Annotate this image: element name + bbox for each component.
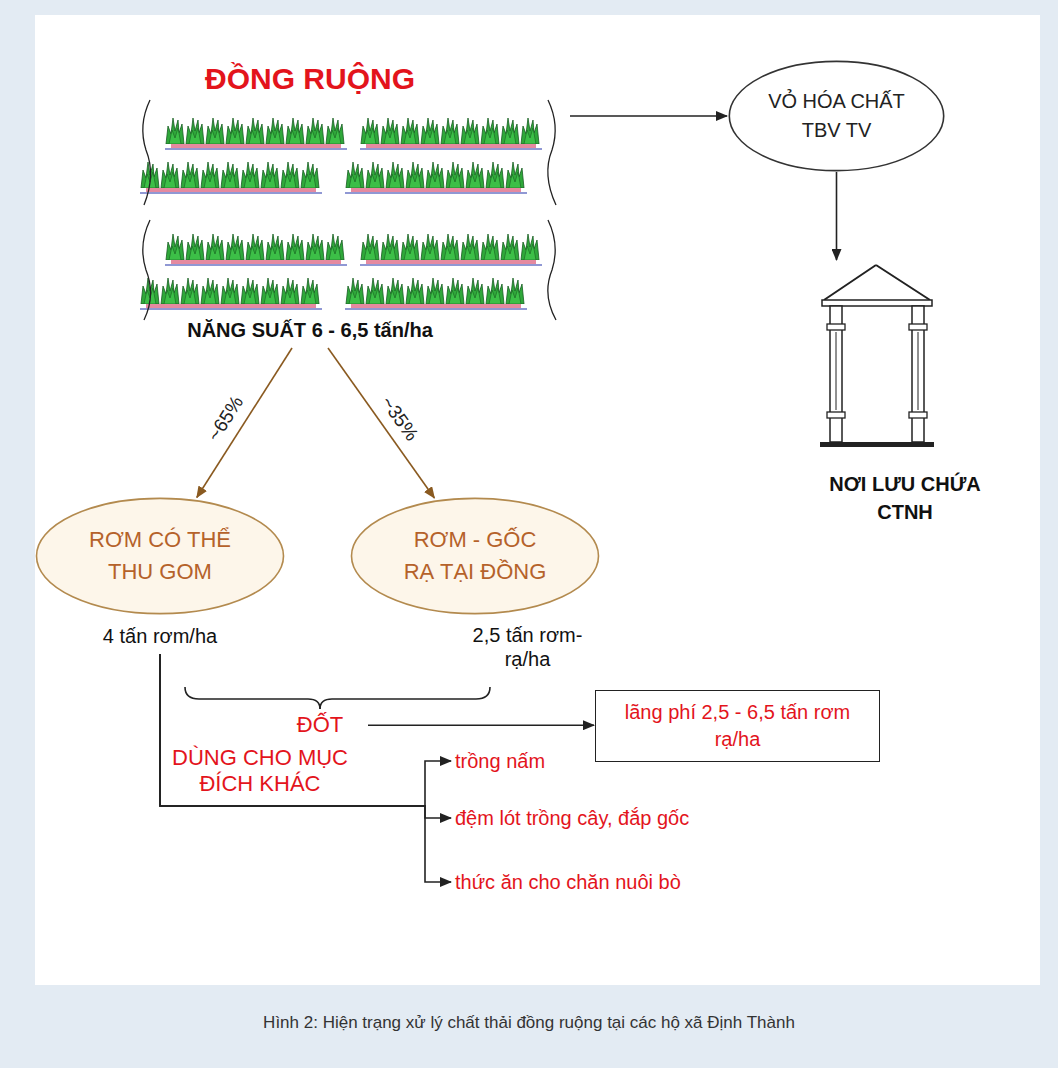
connector: [185, 687, 320, 709]
ellipse-node: RƠM - GỐC RẠ TẠI ĐỒNG 2,5 tấn rơm-rạ/ha: [350, 497, 600, 671]
storage-node: NƠI LƯU CHỨA CTNH: [810, 262, 1000, 526]
storage-icon-box: [810, 262, 1000, 452]
ellipse-outline: [35, 497, 285, 615]
use-item: thức ăn cho chăn nuôi bò: [455, 870, 775, 894]
amount-note: 2,5 tấn rơm-rạ/ha: [455, 623, 600, 671]
connector: [570, 115, 727, 117]
text-node: thức ăn cho chăn nuôi bò: [455, 870, 775, 894]
figure-caption: Hình 2: Hiện trạng xử lý chất thải đồng …: [40, 1013, 1018, 1033]
field-node: ĐỒNG RUỘNG NĂNG SUẤT 6 - 6,5 tấn/ha: [70, 62, 550, 342]
connector: [836, 172, 838, 260]
connector: [320, 687, 490, 709]
ellipse-outline: [728, 60, 945, 172]
use-item: đệm lót trồng cây, đắp gốc: [455, 806, 775, 830]
ellipse-shape: VỎ HÓA CHẤT TBV TV: [728, 60, 945, 172]
ellipse-outline: [350, 497, 600, 615]
text-node: trồng nấm: [455, 749, 755, 773]
ellipse-node: RƠM CÓ THỂ THU GOM 4 tấn rơm/ha: [35, 497, 285, 648]
ellipse-shape: RƠM CÓ THỂ THU GOM: [35, 497, 285, 615]
storage-label: NƠI LƯU CHỨA CTNH: [810, 470, 1000, 526]
connector: [328, 348, 434, 498]
yield-text: NĂNG SUẤT 6 - 6,5 tấn/ha: [70, 319, 550, 342]
result-text: lãng phí 2,5 - 6,5 tấn rơm rạ/ha: [606, 699, 869, 753]
ellipse-text: VỎ HÓA CHẤT TBV TV: [757, 87, 917, 145]
ellipse-shape: RƠM - GỐC RẠ TẠI ĐỒNG: [350, 497, 600, 615]
action-label: ĐỐT: [280, 712, 360, 738]
ellipse-text: RƠM CÓ THỂ THU GOM: [85, 524, 235, 588]
connector: [368, 724, 594, 726]
ellipse-text: RƠM - GỐC RẠ TẠI ĐỒNG: [385, 524, 565, 588]
process-box: lãng phí 2,5 - 6,5 tấn rơm rạ/ha: [595, 690, 880, 762]
amount-note: 4 tấn rơm/ha: [35, 625, 285, 648]
text-node: đệm lót trồng cây, đắp gốc: [455, 806, 775, 830]
connector: [197, 348, 292, 497]
ellipse-node: VỎ HÓA CHẤT TBV TV: [728, 60, 945, 172]
use-item: trồng nấm: [455, 749, 755, 773]
text-node: ĐỐT: [280, 712, 360, 738]
storage-icon: [818, 262, 938, 452]
use-label: DÙNG CHO MỤC ĐÍCH KHÁC: [125, 745, 395, 797]
field-heading: ĐỒNG RUỘNG: [70, 62, 550, 96]
